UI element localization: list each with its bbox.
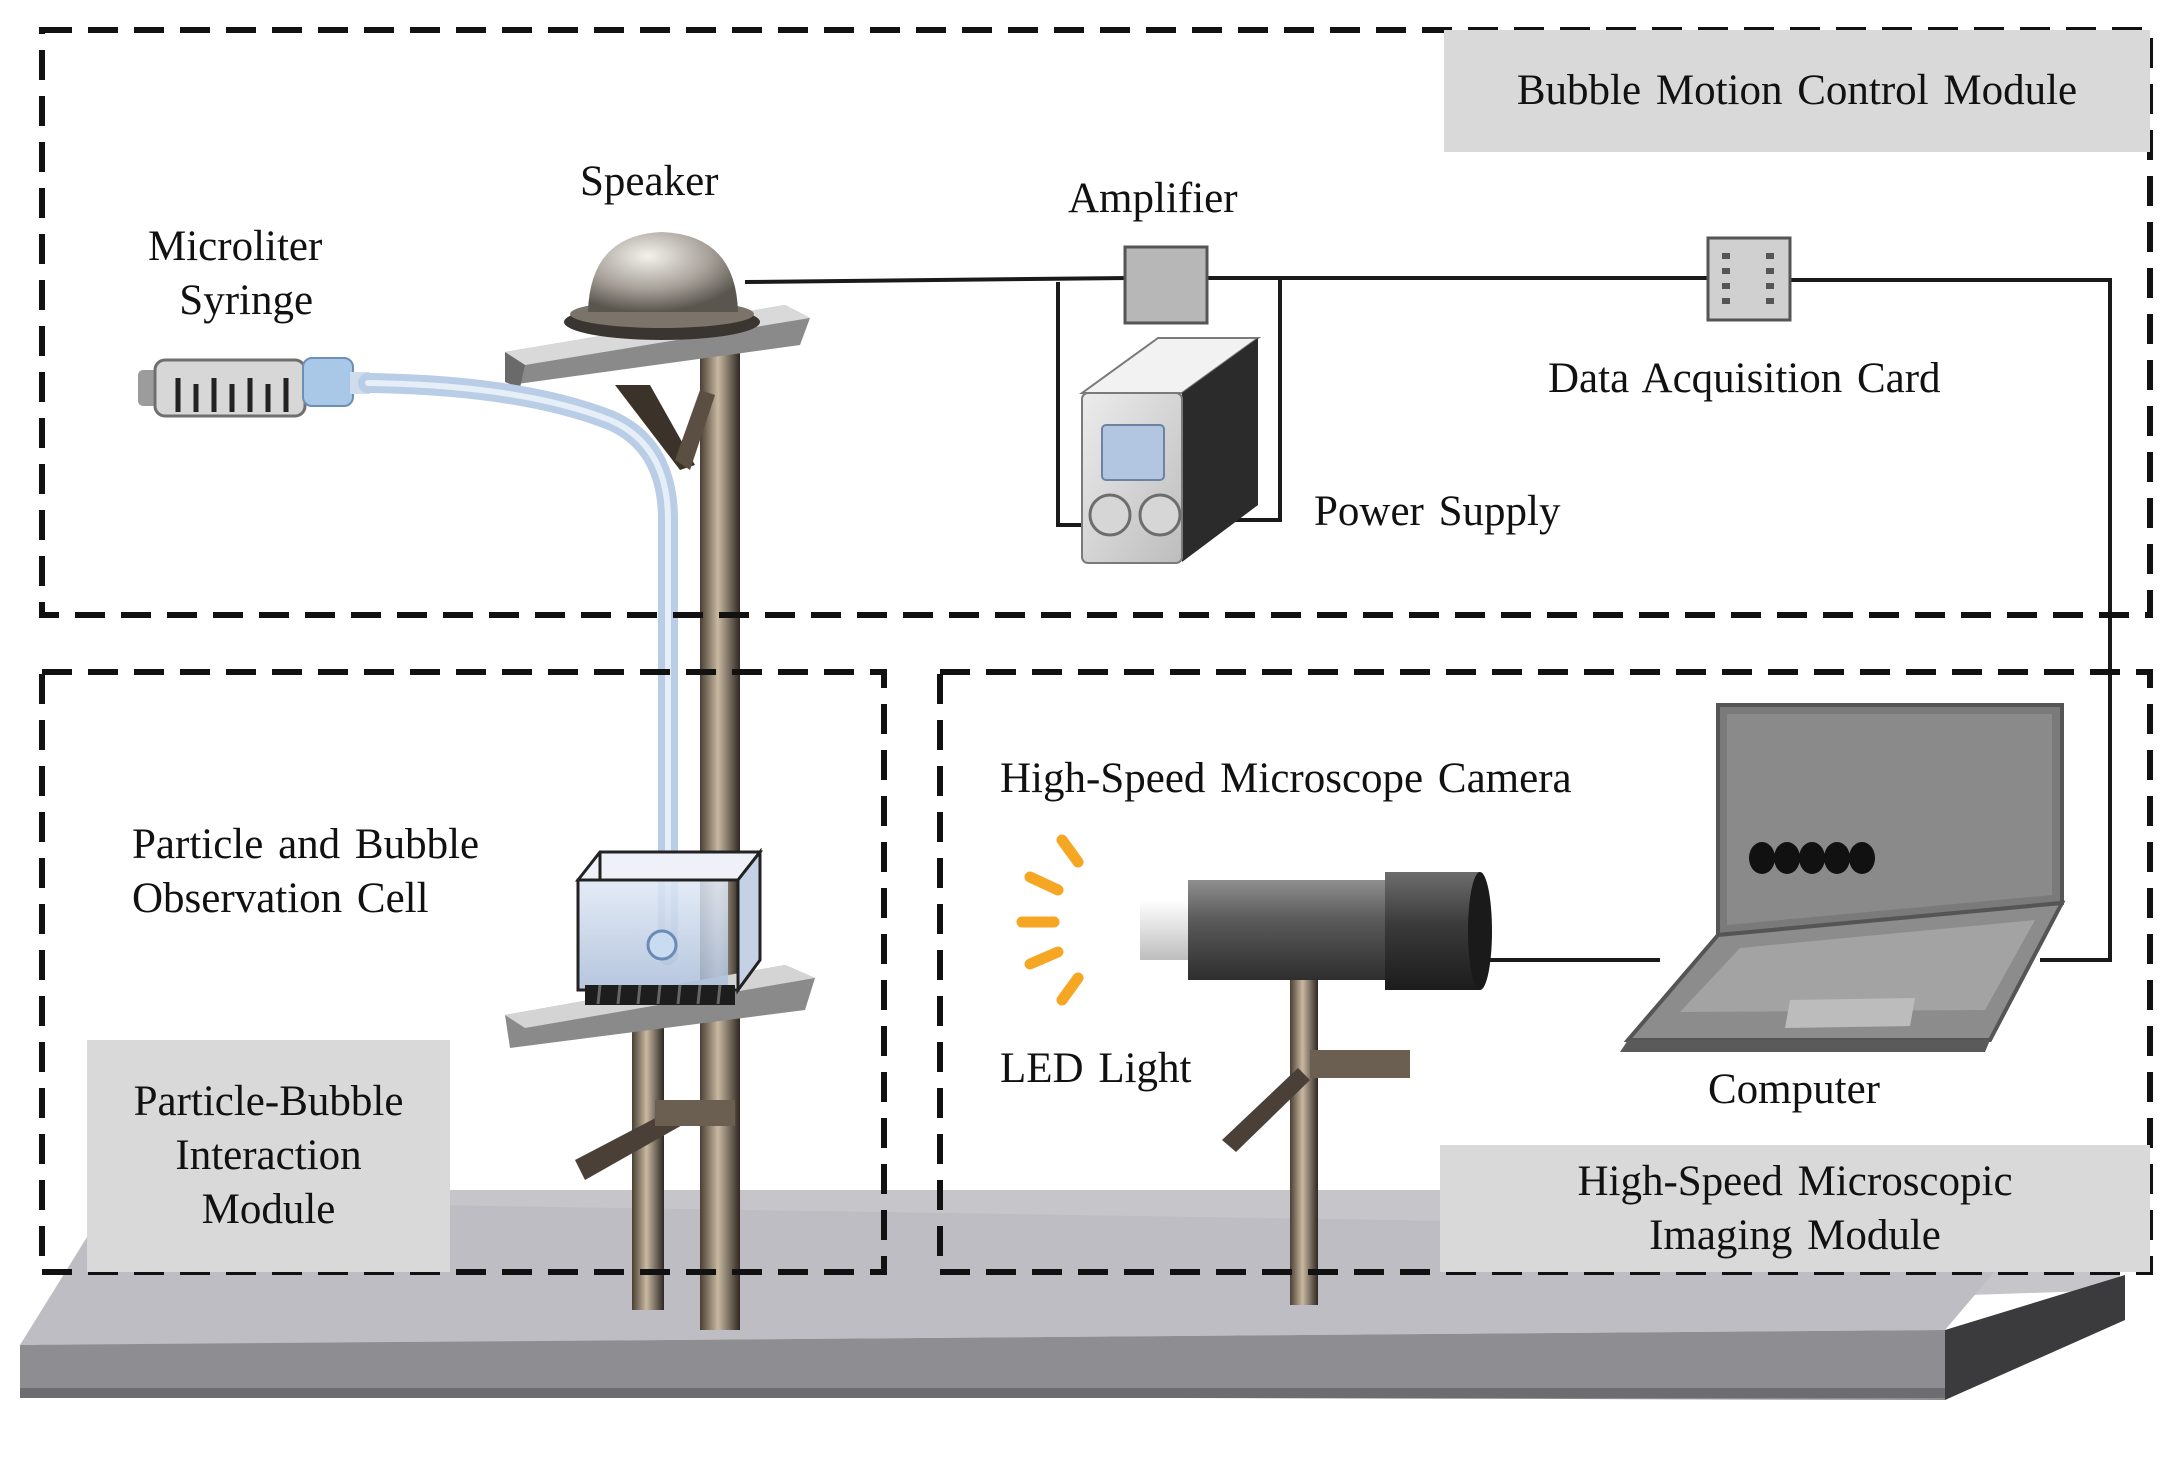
speaker [564,232,760,340]
imaging-module-label: High-Speed Microscopic Imaging Module [1440,1145,2150,1272]
imaging-module-border [937,669,2153,1275]
led-light [1016,834,1084,1006]
computer-label: Computer [1708,1066,1880,1113]
high-speed-camera [1140,872,1492,990]
particle-bubble-line-2: Interaction [175,1132,362,1180]
bubble-motion-module-label: Bubble Motion Control Module [1444,30,2150,152]
syringe-line-1: Microliter [148,223,323,270]
particle-bubble-module-label: Particle-Bubble Interaction Module [87,1040,450,1272]
observation-cell [574,847,764,1005]
data-acquisition-card-label: Data Acquisition Card [1548,355,1941,402]
bubble-motion-module-border [39,27,2153,618]
particle-bubble-line-1: Particle-Bubble [133,1078,404,1126]
power-supply-label: Power Supply [1314,488,1561,535]
camera-stand [1222,975,1410,1305]
particle-bubble-module-border [39,669,887,1275]
imaging-line-2: Imaging Module [1649,1211,1941,1259]
speaker-label: Speaker [580,158,719,205]
led-light-label: LED Light [1000,1045,1192,1092]
bubble-motion-module-text: Bubble Motion Control Module [1516,67,2078,115]
particle-bubble-line-3: Module [201,1185,336,1233]
amplifier-label: Amplifier [1068,175,1238,222]
computer [1620,703,2066,1052]
camera-label: High-Speed Microscope Camera [1000,755,1572,802]
observation-cell-label: Particle and Bubble Observation Cell [132,818,479,926]
observation-cell-line-2: Observation Cell [132,874,429,922]
power-supply [1078,337,1262,564]
microliter-syringe [138,357,370,418]
imaging-line-1: High-Speed Microscopic [1577,1157,2013,1205]
syringe-line-2: Syringe [179,276,314,324]
microliter-syringe-label: Microliter Syringe [148,220,322,328]
amplifier [1123,245,1209,325]
observation-cell-line-1: Particle and Bubble [132,821,480,868]
data-acquisition-card [1706,236,1792,322]
